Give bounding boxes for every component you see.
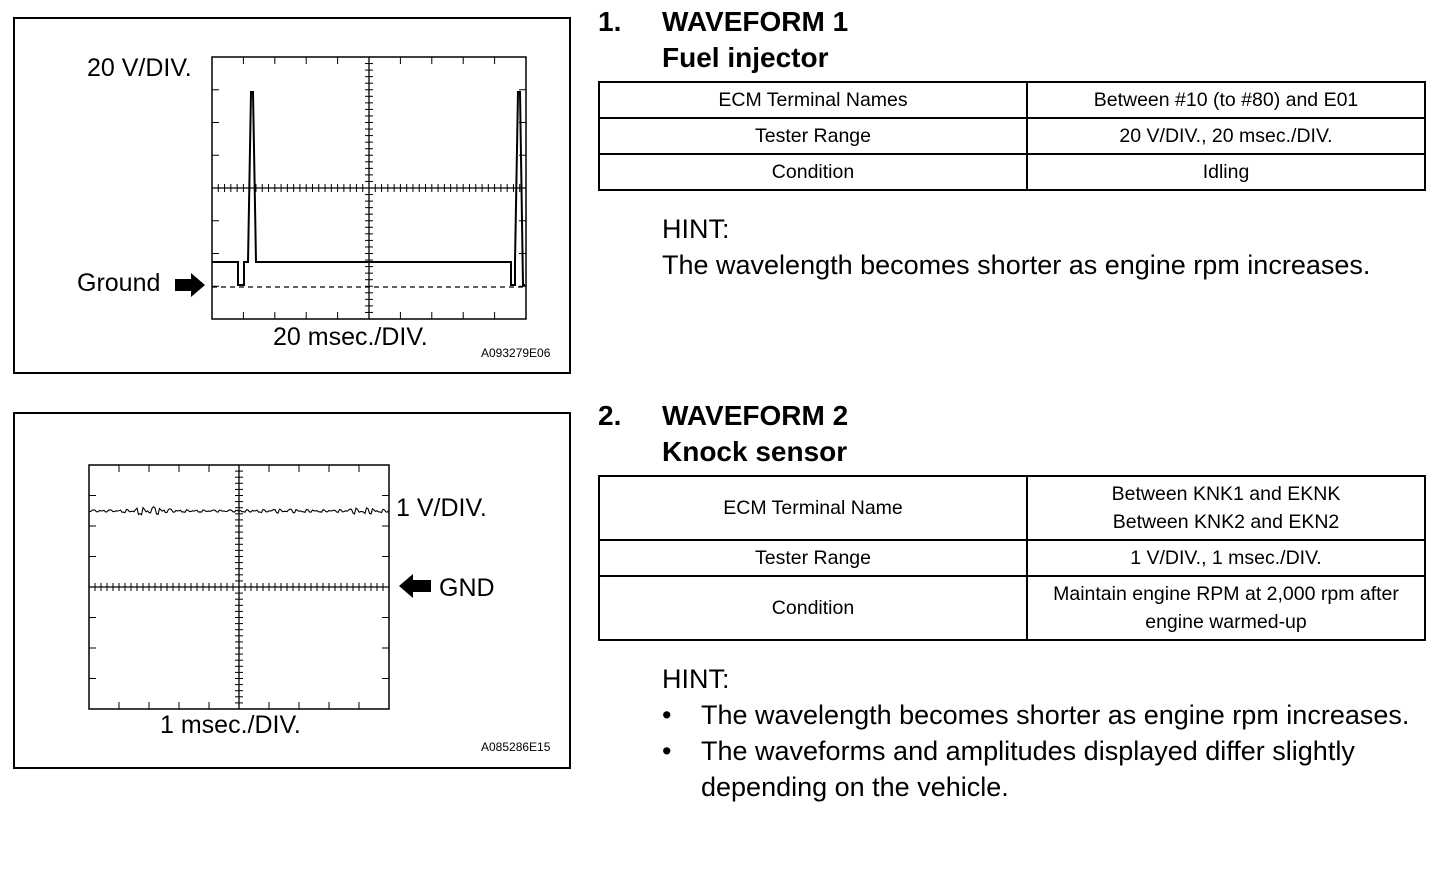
waveform2-gnd-label: GND <box>439 574 495 602</box>
table-key: Condition <box>598 575 1028 641</box>
section2-heading: 2. WAVEFORM 2 Knock sensor <box>598 398 1426 470</box>
section1-subtitle: Fuel injector <box>662 42 829 73</box>
table-key: Tester Range <box>598 117 1028 155</box>
section2-spec-table: ECM Terminal Name Between KNK1 and EKNK … <box>598 475 1426 641</box>
list-item: The wavelength becomes shorter as engine… <box>662 697 1426 733</box>
hint-text: The wavelength becomes shorter as engine… <box>662 250 1371 280</box>
table-value: Between #10 (to #80) and E01 <box>1026 81 1426 119</box>
table-row: Condition Maintain engine RPM at 2,000 r… <box>598 575 1426 641</box>
table-row: Tester Range 1 V/DIV., 1 msec./DIV. <box>598 539 1426 577</box>
section1-hint: HINT: The wavelength becomes shorter as … <box>662 211 1426 283</box>
section1-spec-table: ECM Terminal Names Between #10 (to #80) … <box>598 81 1426 191</box>
section2-subtitle: Knock sensor <box>662 436 848 467</box>
table-row: Condition Idling <box>598 153 1426 191</box>
waveform1-figure-code: A093279E06 <box>481 346 551 360</box>
section2-number: 2. <box>598 400 622 431</box>
table-value: Maintain engine RPM at 2,000 rpm after e… <box>1026 575 1426 641</box>
waveform2-figure-code: A085286E15 <box>481 740 551 754</box>
section2-hint: HINT: The wavelength becomes shorter as … <box>662 661 1426 805</box>
table-value: 20 V/DIV., 20 msec./DIV. <box>1026 117 1426 155</box>
table-key: ECM Terminal Names <box>598 81 1028 119</box>
table-value-line: Between KNK2 and EKN2 <box>1112 511 1340 533</box>
hint-label: HINT: <box>662 664 730 694</box>
table-value-line: engine warmed-up <box>1145 611 1307 633</box>
section2-title: WAVEFORM 2 <box>662 400 849 431</box>
waveform2-figure: 1 V/DIV. GND 1 msec./DIV. A085286E15 <box>13 412 571 769</box>
ground-arrow-icon <box>175 273 205 297</box>
waveform2-scope <box>88 464 431 710</box>
table-row: Tester Range 20 V/DIV., 20 msec./DIV. <box>598 117 1426 155</box>
gnd-arrow-icon <box>399 574 431 598</box>
section-waveform1: 1. WAVEFORM 1 Fuel injector ECM Terminal… <box>598 4 1426 283</box>
table-value-line: Between KNK1 and EKNK <box>1111 483 1341 505</box>
waveform1-figure: 20 V/DIV. Ground 20 msec./DIV. A093279E0… <box>13 17 571 374</box>
table-key: Condition <box>598 153 1028 191</box>
table-row: ECM Terminal Names Between #10 (to #80) … <box>598 81 1426 119</box>
waveform2-time-label: 1 msec./DIV. <box>160 711 301 739</box>
waveform1-scope <box>175 56 527 320</box>
table-value: 1 V/DIV., 1 msec./DIV. <box>1026 539 1426 577</box>
waveform2-trace <box>89 505 390 516</box>
waveform1-volts-label: 20 V/DIV. <box>87 54 192 82</box>
hint-list: The wavelength becomes shorter as engine… <box>662 697 1426 805</box>
waveform1-ground-label: Ground <box>77 269 161 297</box>
waveform2-volts-label: 1 V/DIV. <box>396 494 487 522</box>
table-value: Idling <box>1026 153 1426 191</box>
table-value-line: Maintain engine RPM at 2,000 rpm after <box>1053 583 1399 605</box>
section1-number: 1. <box>598 6 622 37</box>
waveform1-trace <box>212 91 525 286</box>
list-item: The waveforms and amplitudes displayed d… <box>662 733 1426 805</box>
section1-title: WAVEFORM 1 <box>662 6 849 37</box>
table-row: ECM Terminal Name Between KNK1 and EKNK … <box>598 475 1426 541</box>
table-key: Tester Range <box>598 539 1028 577</box>
section1-heading: 1. WAVEFORM 1 Fuel injector <box>598 4 1426 76</box>
table-key: ECM Terminal Name <box>598 475 1028 541</box>
waveform1-time-label: 20 msec./DIV. <box>273 323 428 351</box>
hint-label: HINT: <box>662 214 730 244</box>
table-value: Between KNK1 and EKNK Between KNK2 and E… <box>1026 475 1426 541</box>
section-waveform2: 2. WAVEFORM 2 Knock sensor ECM Terminal … <box>598 398 1426 805</box>
